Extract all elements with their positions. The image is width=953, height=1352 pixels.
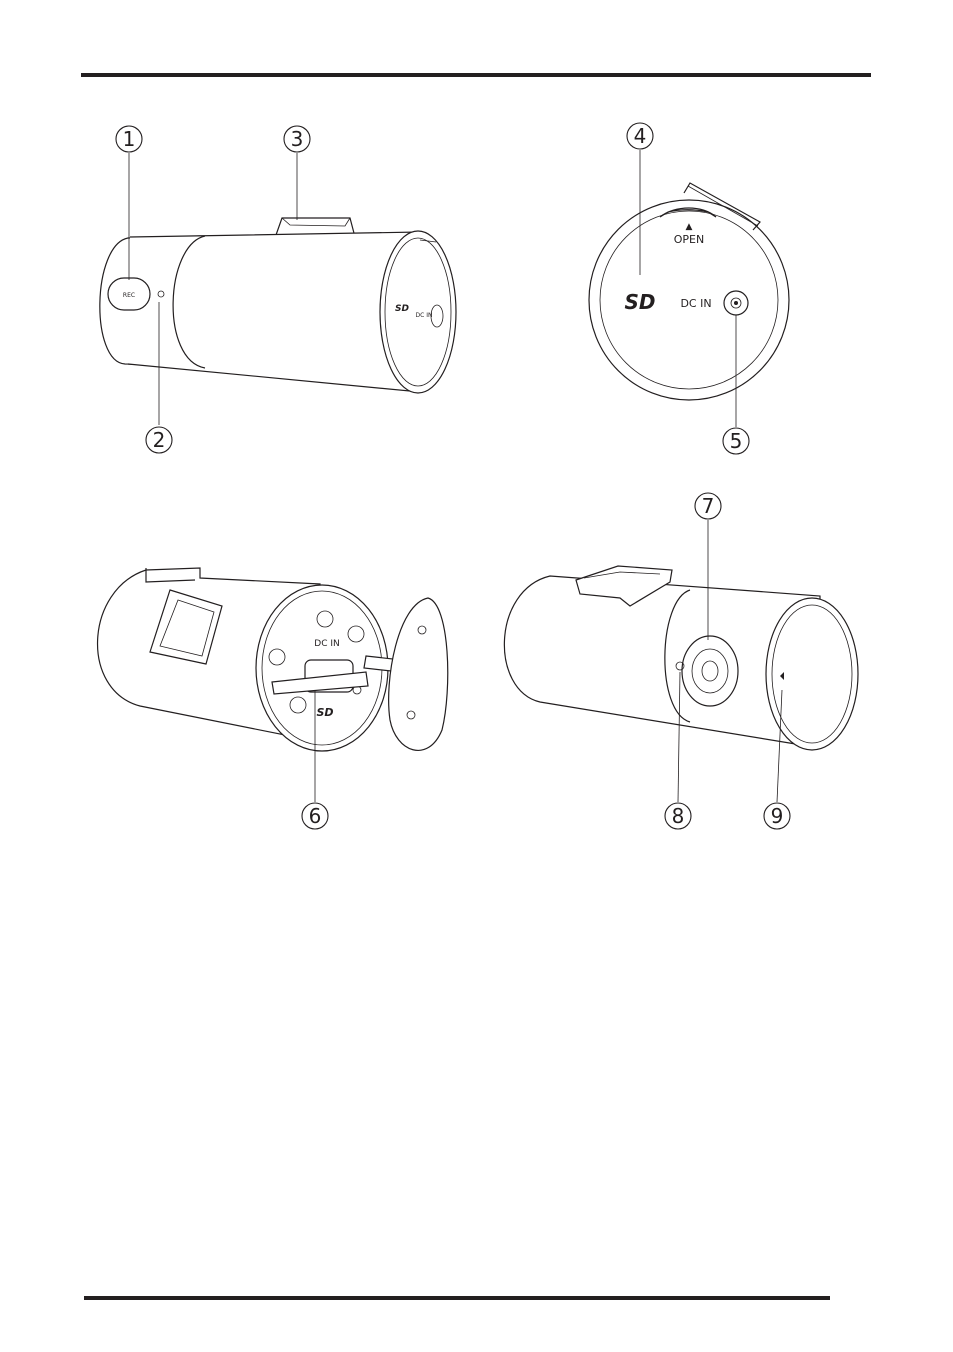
- camera-front-view: ▲ OPEN SD DC IN: [589, 183, 789, 400]
- callout-5-label: 5: [730, 429, 743, 453]
- callout-8: 8: [665, 803, 691, 829]
- sd-logo-open: SD: [316, 706, 333, 719]
- camera-lens-view: [504, 566, 858, 750]
- open-label: OPEN: [674, 233, 704, 246]
- rec-label: REC: [123, 292, 135, 299]
- callout-7: 7: [695, 493, 721, 519]
- dc-in-label-open: DC IN: [314, 639, 339, 649]
- callout-9: 9: [764, 803, 790, 829]
- callout-7-label: 7: [702, 494, 715, 518]
- dc-in-label-front: DC IN: [680, 297, 711, 310]
- callout-3: 3: [284, 126, 310, 152]
- dc-in-label: DC IN: [416, 312, 433, 319]
- callout-2-label: 2: [153, 428, 166, 452]
- callout-5: 5: [723, 428, 749, 454]
- open-arrow: ▲: [686, 222, 693, 232]
- callout-3-label: 3: [291, 127, 304, 151]
- callout-4-label: 4: [634, 124, 647, 148]
- callout-8-label: 8: [672, 804, 685, 828]
- callout-1: 1: [116, 126, 142, 152]
- camera-side-view: REC SD DC IN: [100, 218, 456, 393]
- callout-6: 6: [302, 803, 328, 829]
- callout-4: 4: [627, 123, 653, 149]
- callout-2: 2: [146, 427, 172, 453]
- sd-logo-front: SD: [624, 290, 655, 314]
- callout-9-label: 9: [771, 804, 784, 828]
- camera-open-view: DC IN SD: [98, 568, 448, 751]
- sd-logo: SD: [395, 304, 409, 314]
- callout-6-label: 6: [309, 804, 322, 828]
- callout-1-label: 1: [123, 127, 136, 151]
